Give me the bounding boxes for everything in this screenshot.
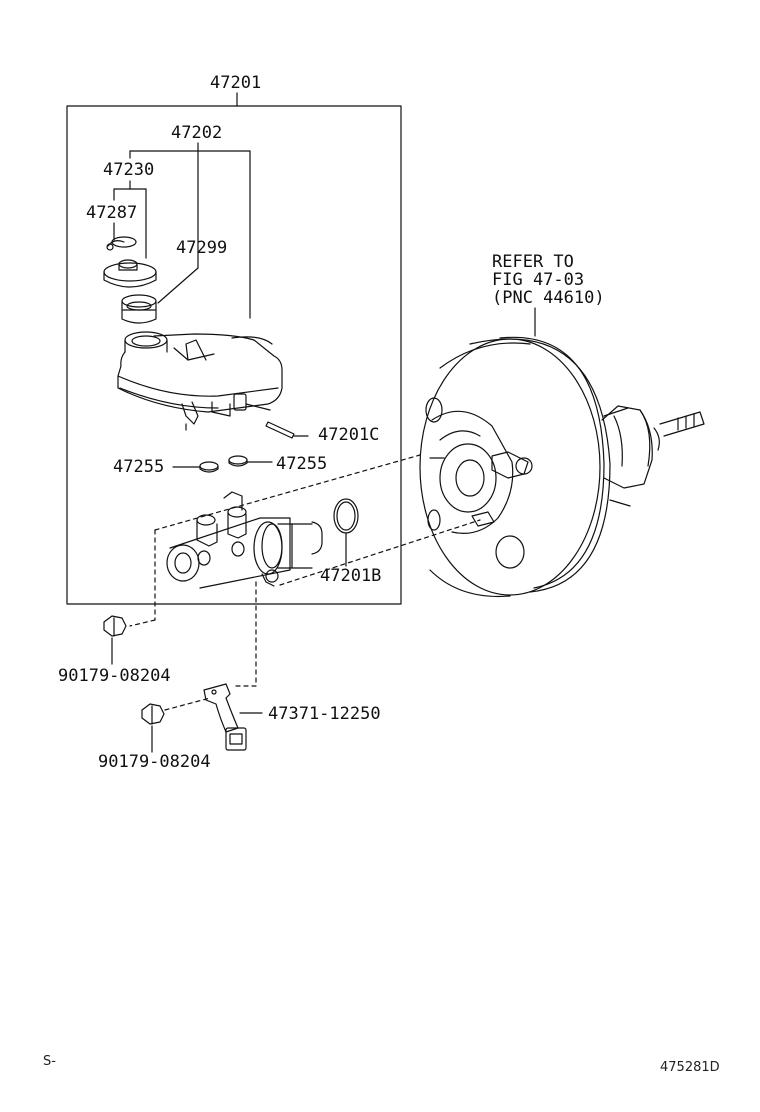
label-47299: 47299 (176, 238, 228, 258)
label-47201c: 47201C (318, 425, 380, 445)
label-47255-left: 47255 (113, 457, 165, 477)
nut-lower-part (141, 703, 165, 725)
master-cylinder-body-part (166, 491, 323, 589)
reservoir-grommet-part (121, 294, 157, 324)
reservoir-pin-part (265, 421, 295, 439)
alignment-dashed-lines (129, 454, 481, 711)
booster-note-line1: REFER TO (492, 252, 574, 272)
booster-note-line2: FIG 47-03 (492, 270, 585, 290)
reservoir-cap-part (103, 259, 157, 288)
grommet-right-part (228, 455, 248, 467)
leader-47299-b (157, 267, 199, 304)
booster-note-line3: (PNC 44610) (492, 288, 605, 308)
leader-47230 (113, 180, 147, 259)
label-47201b: 47201B (320, 566, 382, 586)
leader-47202 (129, 142, 251, 319)
label-nut-lower: 90179-08204 (98, 752, 211, 772)
label-47287: 47287 (86, 203, 138, 223)
brake-booster-part (419, 336, 705, 598)
grommet-left-part (199, 461, 219, 473)
label-nut-upper: 90179-08204 (58, 666, 171, 686)
figure-id: 475281D (660, 1060, 720, 1075)
label-47201: 47201 (210, 73, 262, 93)
label-47230: 47230 (103, 160, 155, 180)
assembly-frame (66, 105, 402, 605)
footer-left-mark: S- (43, 1054, 56, 1069)
label-47371-12250: 47371-12250 (268, 704, 381, 724)
label-47202: 47202 (171, 123, 223, 143)
bracket-part (203, 683, 247, 751)
cap-clip-part (106, 236, 137, 251)
o-ring-part (333, 498, 359, 534)
nut-upper-part (103, 615, 127, 637)
label-47255-right: 47255 (276, 454, 328, 474)
reservoir-tank-part (117, 331, 283, 431)
